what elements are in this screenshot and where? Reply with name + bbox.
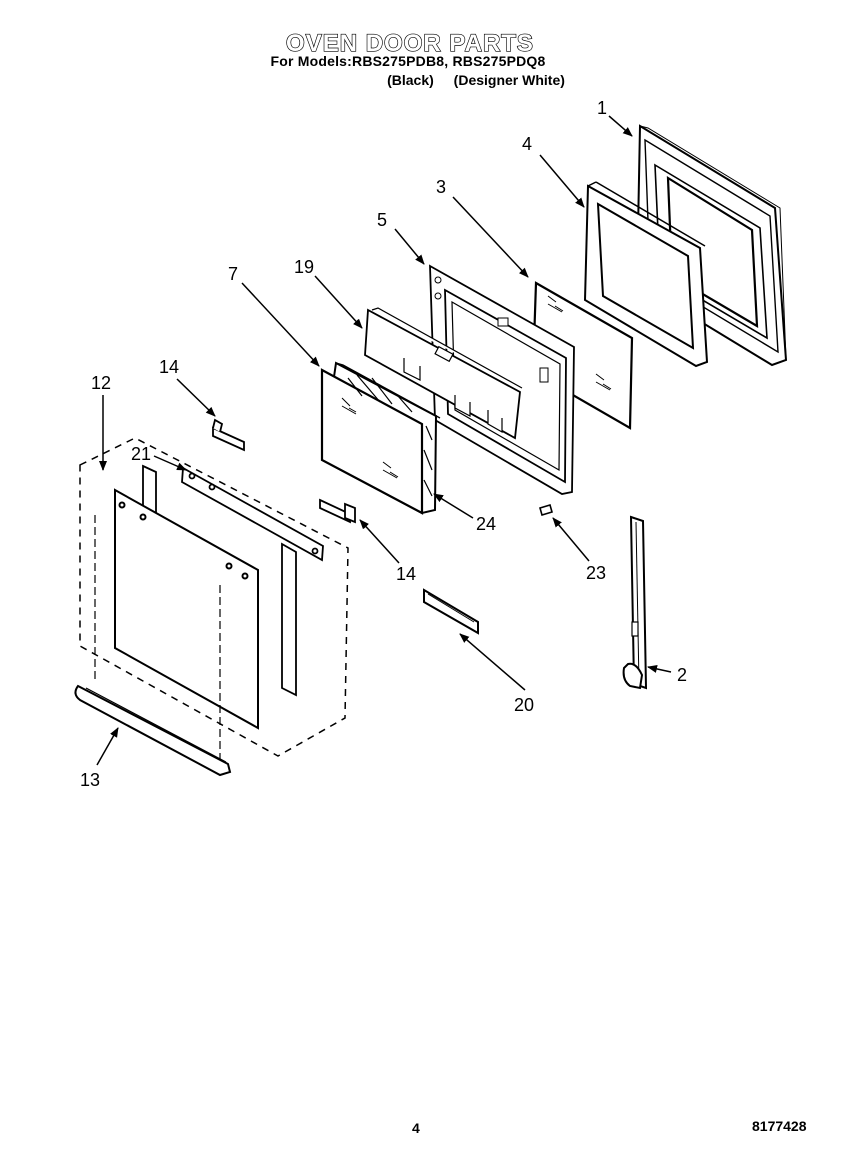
callout-14-upper: 14 — [159, 357, 179, 377]
models-line: For Models:RBS275PDB8, RBS275PDQ8 — [270, 53, 546, 69]
callout-23: 23 — [586, 563, 606, 583]
callout-5: 5 — [377, 210, 387, 230]
part-12-door-assembly-outline — [79, 437, 349, 757]
document-number: 8177428 — [752, 1118, 807, 1134]
part-21-hinge-strip — [142, 464, 324, 697]
callout-24: 24 — [476, 514, 496, 534]
page-number: 4 — [412, 1120, 420, 1136]
leader-lines — [96, 115, 672, 766]
callout-2: 2 — [677, 665, 687, 685]
part-20-strip — [423, 588, 479, 635]
part-14-lower-bracket — [319, 498, 356, 524]
color-variants: (Black) (Designer White) — [52, 72, 848, 88]
part-4-trim-frame — [583, 181, 709, 368]
callout-21: 21 — [131, 444, 151, 464]
callout-12: 12 — [91, 373, 111, 393]
color-white: (Designer White) — [453, 72, 565, 88]
door-inner-panel — [94, 488, 259, 765]
callout-14-lower: 14 — [396, 564, 416, 584]
diagram-title: OVEN DOOR PARTS — [285, 29, 534, 57]
callout-19: 19 — [294, 257, 314, 277]
callout-3: 3 — [436, 177, 446, 197]
callout-13: 13 — [80, 770, 100, 790]
part-7-glass-pack — [320, 361, 441, 515]
part-2-hinge — [622, 515, 648, 690]
color-black: (Black) — [387, 72, 434, 88]
callout-20: 20 — [514, 695, 534, 715]
part-19-baffle — [364, 307, 523, 440]
callout-1: 1 — [597, 98, 607, 118]
callout-4: 4 — [522, 134, 532, 154]
callout-7: 7 — [228, 264, 238, 284]
part-23-clip — [539, 504, 553, 516]
part-13-bottom-trim — [74, 684, 232, 777]
part-14-upper-clip — [212, 418, 245, 452]
